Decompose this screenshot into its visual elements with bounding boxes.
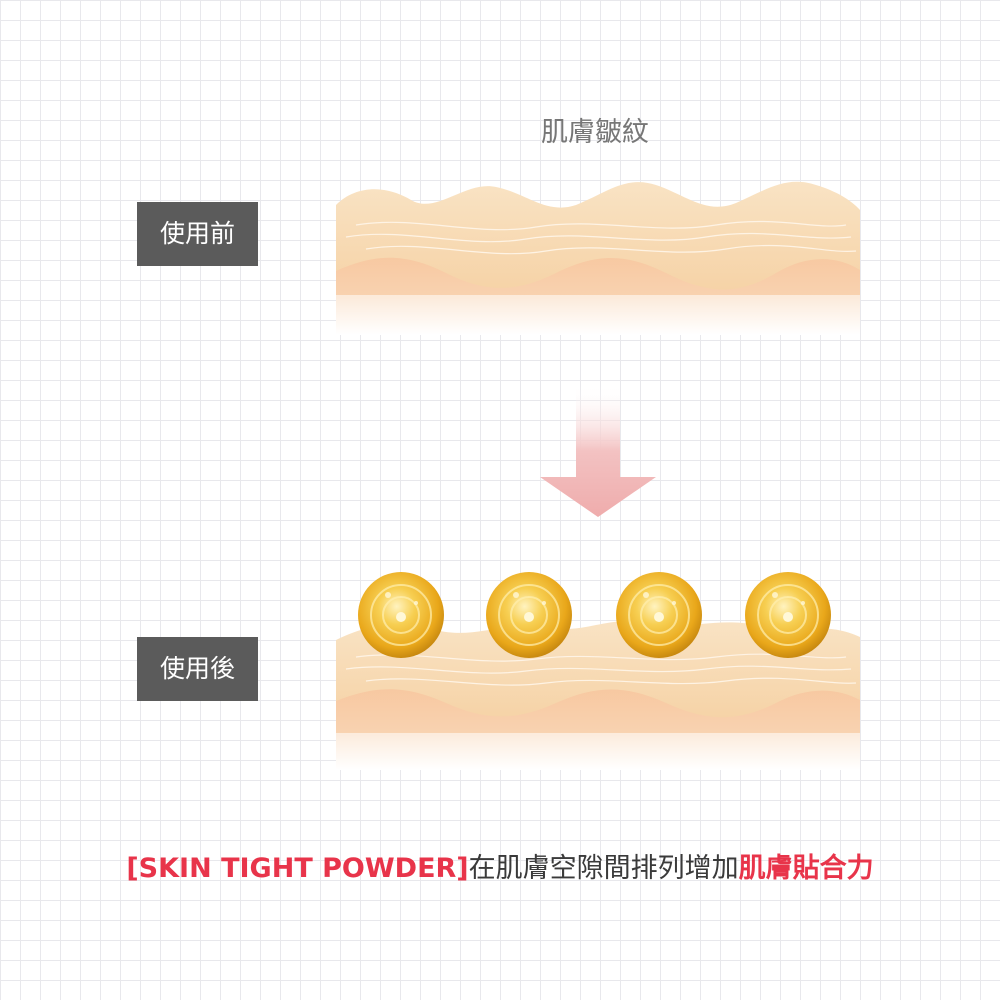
gold-particle-icon	[745, 572, 831, 658]
gold-particle-icon	[486, 572, 572, 658]
gold-particle-icon	[616, 572, 702, 658]
product-name: [SKIN TIGHT POWDER]	[126, 853, 469, 884]
before-label: 使用前	[137, 202, 258, 266]
wrinkle-title: 肌膚皺紋	[541, 117, 649, 148]
caption-text: 在肌膚空隙間排列增加	[468, 853, 739, 884]
gold-particle-icon	[358, 572, 444, 658]
after-label: 使用後	[137, 637, 258, 701]
down-arrow-icon	[540, 385, 656, 517]
caption: [SKIN TIGHT POWDER]在肌膚空隙間排列增加肌膚貼合力	[0, 846, 1000, 885]
skin-after-illustration	[336, 572, 860, 770]
caption-highlight: 肌膚貼合力	[738, 853, 874, 884]
skin-before-illustration	[336, 181, 860, 335]
